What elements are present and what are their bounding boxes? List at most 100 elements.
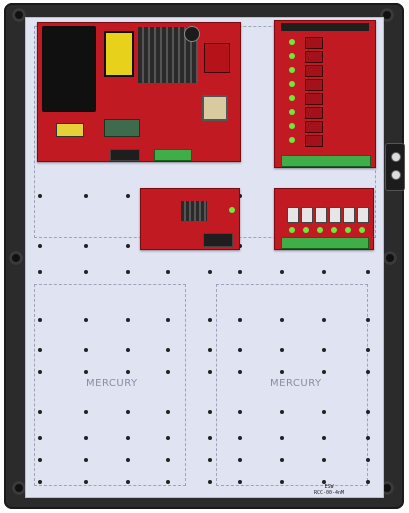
relay-status-led	[289, 109, 295, 115]
relay-status-led	[289, 95, 295, 101]
standoff-hole	[126, 194, 130, 198]
standoff-hole	[166, 370, 170, 374]
standoff-hole	[84, 270, 88, 274]
standoff-hole	[322, 436, 326, 440]
relay	[305, 51, 323, 63]
standoff-hole	[322, 370, 326, 374]
standoff-hole	[280, 458, 284, 462]
standoff-hole	[322, 270, 326, 274]
module-status-led	[289, 227, 295, 233]
standoff-hole	[208, 318, 212, 322]
standoff-hole	[84, 410, 88, 414]
standoff-hole	[166, 348, 170, 352]
standoff-hole	[280, 370, 284, 374]
power-distribution-board	[140, 188, 240, 250]
standoff-hole	[84, 318, 88, 322]
relay	[305, 93, 323, 105]
stamp-line-2: RCC-00-4nM	[313, 490, 345, 496]
standoff-hole	[38, 370, 42, 374]
standoff-hole	[166, 270, 170, 274]
capacitor-large	[184, 26, 200, 42]
relay-status-led	[289, 53, 295, 59]
standoff-hole	[280, 436, 284, 440]
standoff-hole	[322, 318, 326, 322]
standoff-hole	[366, 348, 370, 352]
standoff-hole	[38, 194, 42, 198]
module-relay	[329, 207, 341, 223]
standoff-hole	[126, 480, 130, 484]
standoff-hole	[84, 348, 88, 352]
mercury-label-right: MERCURY	[270, 378, 322, 389]
standoff-hole	[126, 370, 130, 374]
standoff-hole	[280, 270, 284, 274]
latch-knob-top	[391, 152, 401, 162]
status-led	[229, 207, 235, 213]
latch-knob-bottom	[391, 170, 401, 180]
module-status-led	[303, 227, 309, 233]
standoff-hole	[38, 348, 42, 352]
relay	[305, 79, 323, 91]
terminal-block-black	[110, 149, 140, 161]
standoff-hole	[238, 436, 242, 440]
module-relay	[357, 207, 369, 223]
standoff-hole	[238, 480, 242, 484]
mount-hole-bottom-left	[12, 481, 26, 495]
standoff-hole	[126, 458, 130, 462]
output-module-board	[274, 188, 374, 250]
relay-status-led	[289, 67, 295, 73]
standoff-hole	[126, 348, 130, 352]
module-status-led	[359, 227, 365, 233]
standoff-hole	[366, 318, 370, 322]
standoff-hole	[280, 318, 284, 322]
relay-status-led	[289, 123, 295, 129]
standoff-hole	[238, 244, 242, 248]
standoff-hole	[238, 370, 242, 374]
standoff-hole	[280, 348, 284, 352]
mounting-zone-right	[216, 284, 368, 486]
model-stamp: ESW RCC-00-4nM	[304, 484, 354, 496]
standoff-hole	[166, 458, 170, 462]
standoff-hole	[38, 318, 42, 322]
standoff-hole	[238, 458, 242, 462]
relay-terminal-strip-bottom	[281, 155, 371, 167]
standoff-hole	[322, 410, 326, 414]
mercury-label-left: MERCURY	[86, 378, 138, 389]
standoff-hole	[208, 348, 212, 352]
relay	[305, 121, 323, 133]
relay	[305, 65, 323, 77]
relay-module	[204, 43, 230, 73]
ferrite-coil	[202, 95, 228, 121]
standoff-hole	[238, 410, 242, 414]
relay-terminal-strip-top	[281, 23, 369, 31]
standoff-hole	[38, 458, 42, 462]
relay	[305, 135, 323, 147]
standoff-hole	[238, 194, 242, 198]
standoff-hole	[84, 370, 88, 374]
standoff-hole	[208, 458, 212, 462]
standoff-hole	[126, 436, 130, 440]
standoff-hole	[208, 436, 212, 440]
standoff-hole	[38, 480, 42, 484]
module-status-led	[331, 227, 337, 233]
standoff-hole	[366, 370, 370, 374]
relay-status-led	[289, 39, 295, 45]
transformer	[42, 26, 96, 112]
standoff-hole	[208, 410, 212, 414]
module-relay	[287, 207, 299, 223]
mounting-zone-left	[34, 284, 186, 486]
relay-status-led	[289, 137, 295, 143]
module-relay	[315, 207, 327, 223]
standoff-hole	[166, 436, 170, 440]
door-latch	[385, 143, 405, 191]
standoff-hole	[126, 244, 130, 248]
standoff-hole	[208, 370, 212, 374]
standoff-hole	[238, 318, 242, 322]
standoff-hole	[38, 410, 42, 414]
standoff-hole	[84, 436, 88, 440]
standoff-hole	[166, 480, 170, 484]
standoff-hole	[38, 244, 42, 248]
inductor-coil	[104, 31, 134, 77]
standoff-hole	[366, 436, 370, 440]
standoff-hole	[84, 458, 88, 462]
module-status-led	[345, 227, 351, 233]
